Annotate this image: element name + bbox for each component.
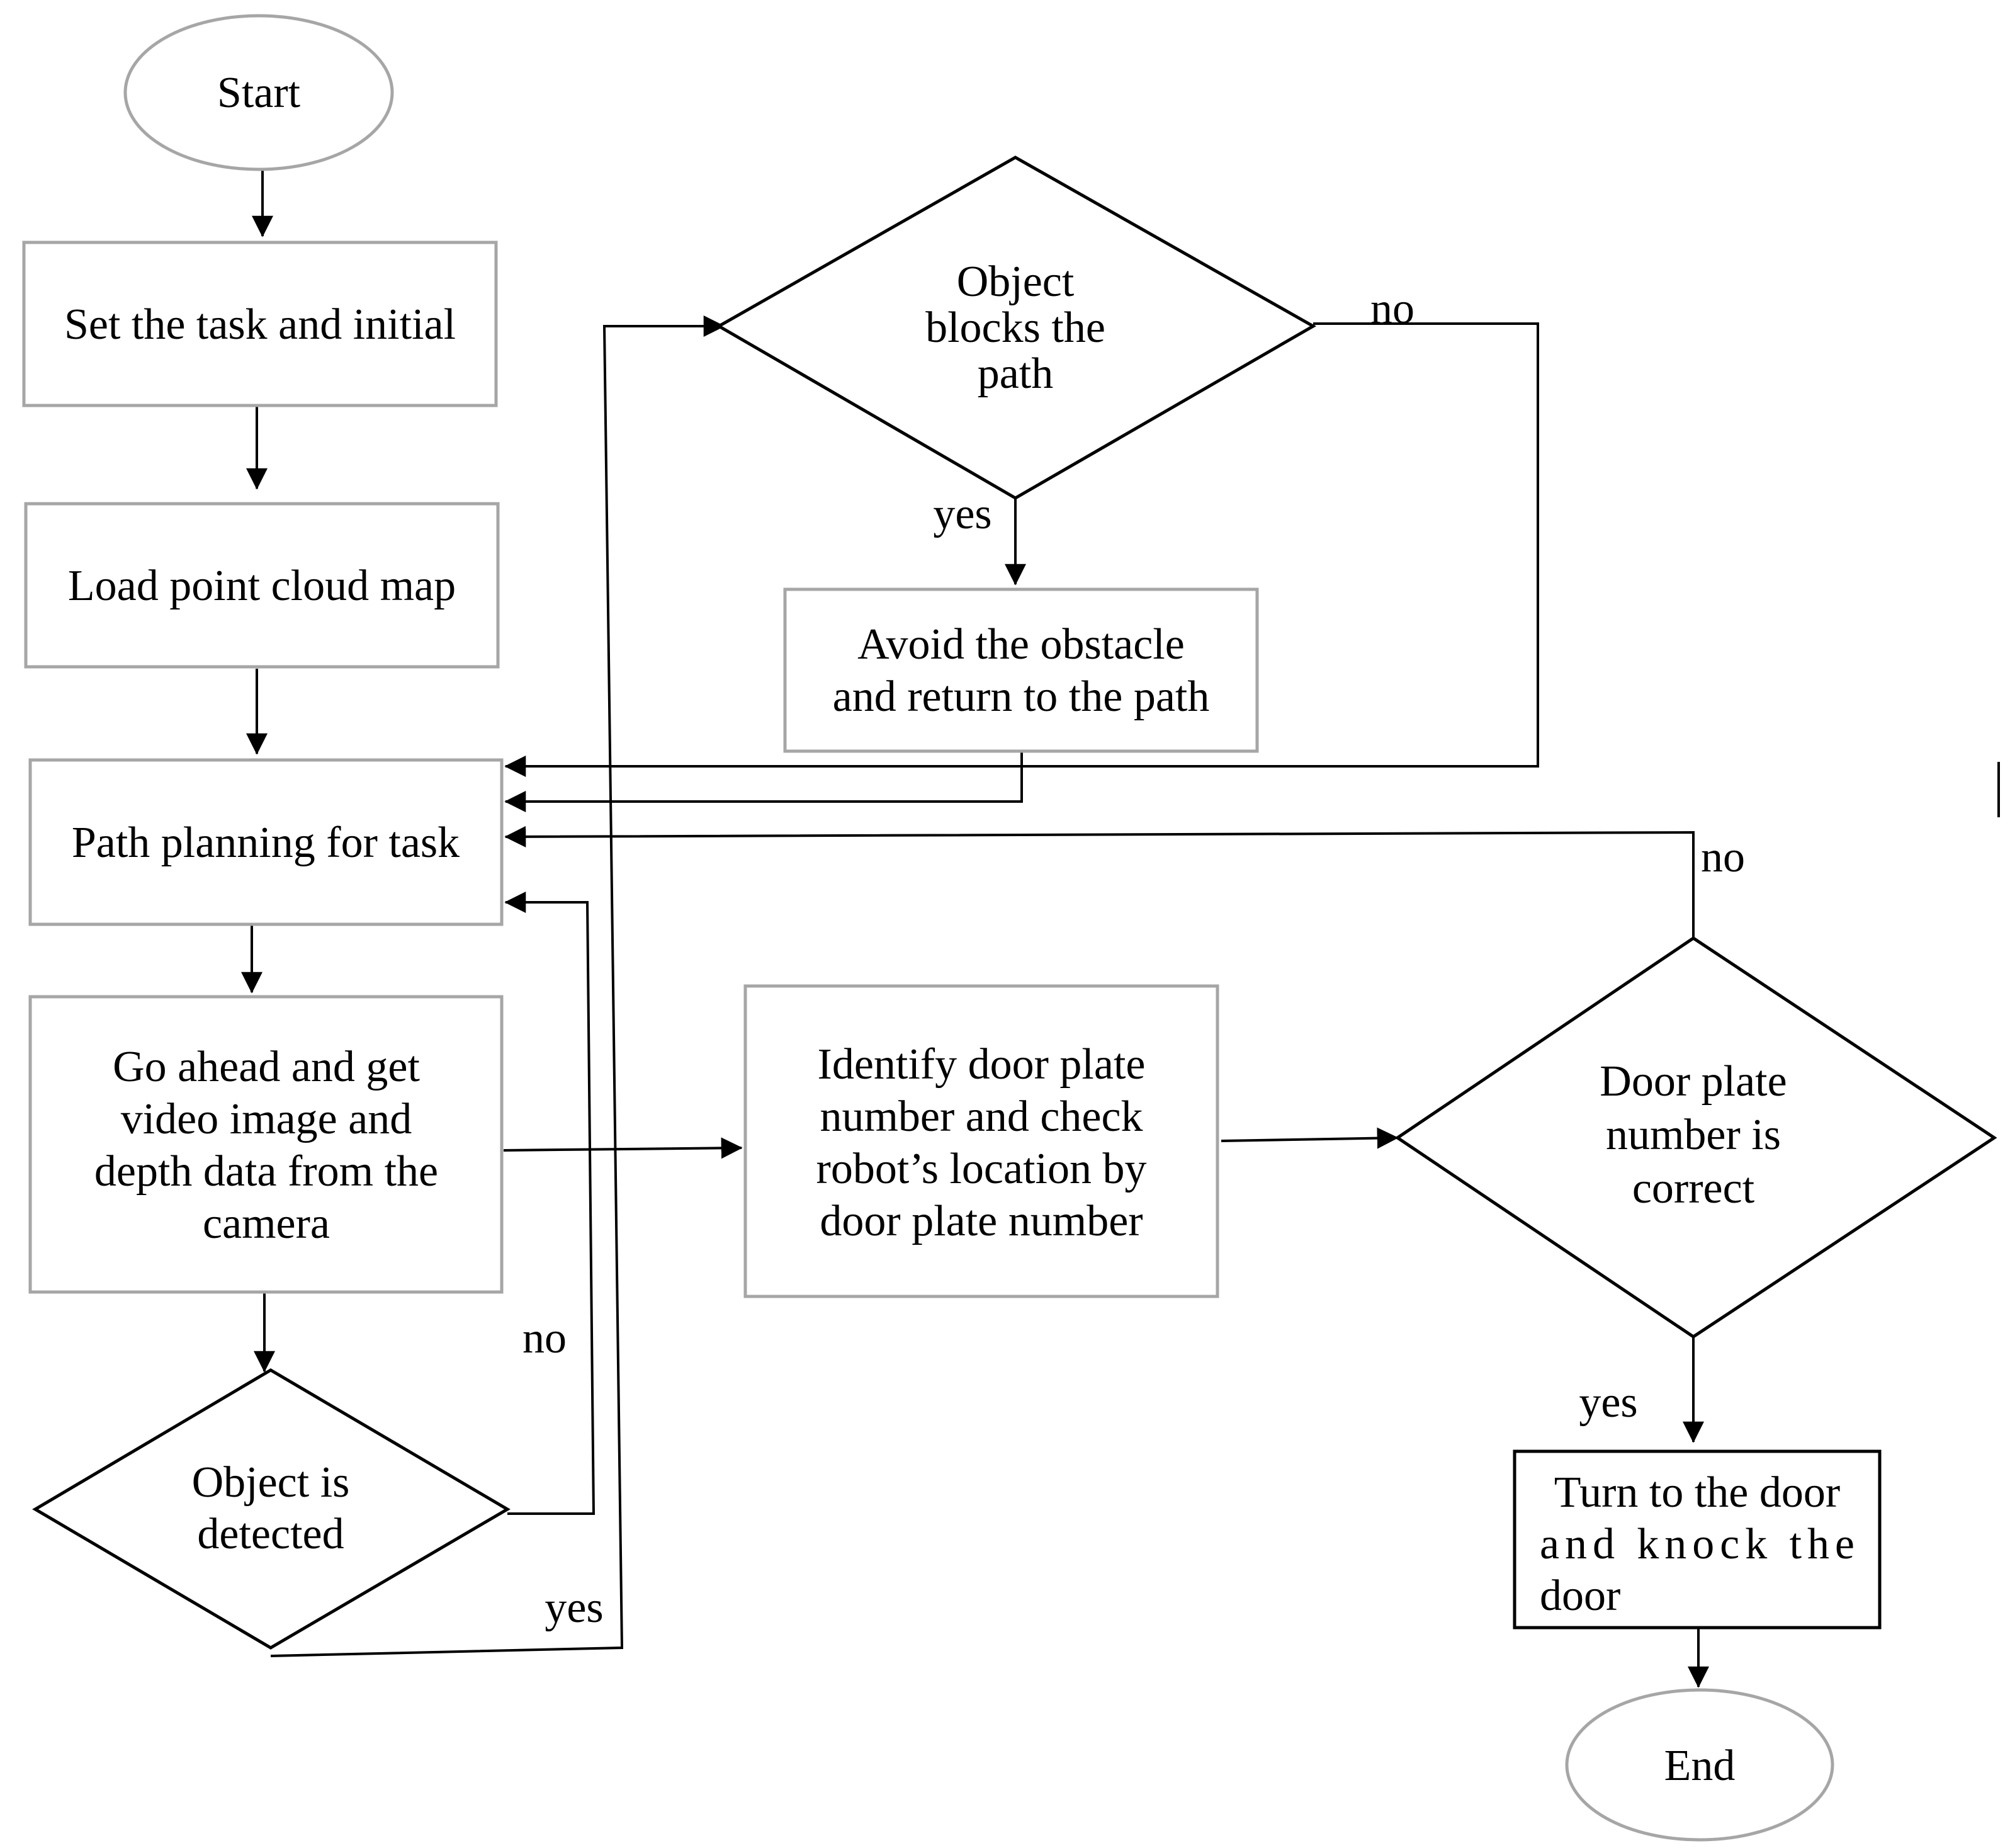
label-line: robot’s location by	[816, 1145, 1147, 1193]
label-line: number and check	[820, 1092, 1143, 1141]
node-set-task-label: Set the task and initial	[64, 300, 456, 349]
label-line: path	[978, 349, 1054, 398]
edge-object-detected-no-to-path-planning	[504, 892, 596, 1515]
node-set-task: Set the task and initial	[22, 241, 498, 407]
edge-door-correct-no-to-path-planning	[504, 825, 1695, 937]
label-line: Set the task and initial	[64, 300, 456, 349]
label-line: Door plate	[1600, 1057, 1787, 1106]
label-detected-yes: yes	[545, 1584, 603, 1632]
label-line: and return to the path	[833, 672, 1210, 721]
label-line: Path planning for task	[72, 819, 460, 867]
edges	[241, 170, 2000, 1688]
node-end: End	[1565, 1688, 1834, 1842]
label-detected-no: no	[522, 1314, 567, 1363]
label-line: detected	[197, 1510, 344, 1558]
label-line: video image and	[121, 1095, 412, 1143]
label-line: Start	[217, 69, 301, 117]
label-line: Object	[957, 258, 1075, 306]
label-line: depth data from the	[94, 1147, 438, 1196]
label-blocks-no: no	[1370, 285, 1414, 333]
label-door-yes: yes	[1579, 1378, 1637, 1427]
node-start-label: Start	[217, 69, 301, 117]
node-door-correct: Door plate number is correct	[1394, 936, 1997, 1339]
label-line: Object is	[192, 1458, 350, 1507]
node-path-planning-label: Path planning for task	[72, 819, 460, 867]
label-line: Turn to the door	[1554, 1468, 1840, 1517]
label-line: camera	[203, 1199, 330, 1248]
node-end-label: End	[1664, 1742, 1736, 1790]
node-load-map: Load point cloud map	[24, 502, 500, 669]
label-line: door	[1540, 1572, 1620, 1620]
edge-identify-door-to-door-correct	[1221, 1127, 1399, 1149]
edge-object-detected-yes-to-object-blocks	[270, 315, 725, 1657]
label-line: number is	[1606, 1111, 1781, 1159]
label-line: correct	[1632, 1164, 1755, 1213]
node-path-planning: Path planning for task	[28, 758, 504, 926]
label-line: Load point cloud map	[68, 562, 456, 610]
edge-labels: no yes no yes no yes	[522, 285, 1745, 1632]
label-line: Avoid the obstacle	[857, 620, 1185, 669]
label-blocks-yes: yes	[933, 490, 991, 538]
node-start: Start	[123, 14, 394, 171]
node-load-map-label: Load point cloud map	[68, 562, 456, 610]
label-line: and knock the	[1540, 1520, 1855, 1568]
node-door-correct-label: Door plate number is correct	[1600, 1057, 1787, 1213]
label-door-no: no	[1701, 833, 1745, 881]
label-line: blocks the	[925, 303, 1105, 352]
label-line: Identify door plate	[818, 1040, 1146, 1089]
edge-avoid-to-path-planning	[504, 752, 1023, 812]
label-line: Go ahead and get	[113, 1043, 420, 1091]
label-line: End	[1664, 1742, 1736, 1790]
edge-go-ahead-to-identify-door	[503, 1137, 743, 1159]
label-line: door plate number	[820, 1197, 1143, 1245]
